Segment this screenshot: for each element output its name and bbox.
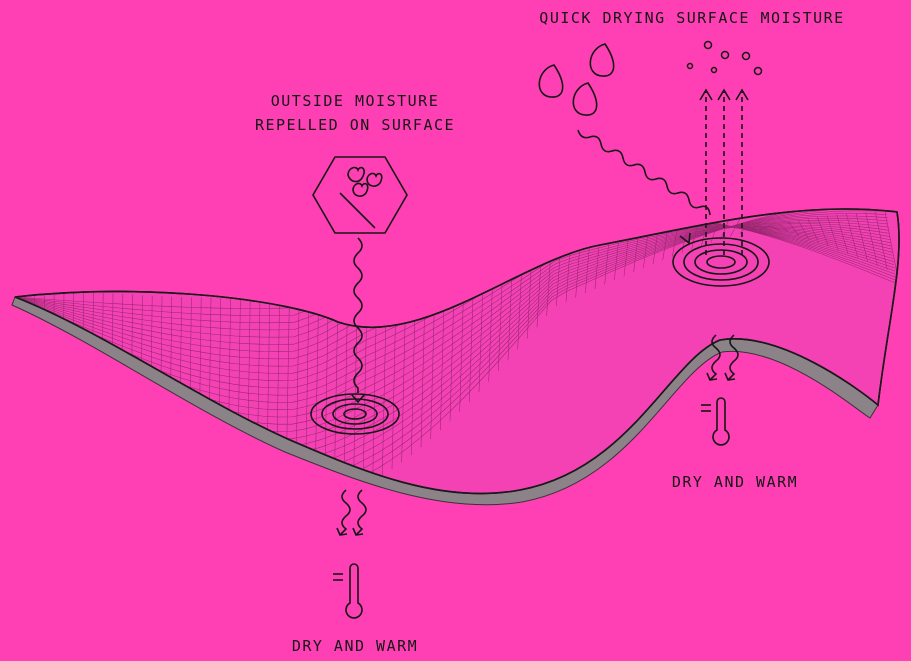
concentric-rings-icon <box>310 393 400 435</box>
vapor-dots-icon <box>686 40 763 76</box>
hexagon-repel-icon <box>312 156 408 234</box>
evaporation-arrows-icon <box>699 88 749 255</box>
label-repelled-surface: REPELLED ON SURFACE <box>254 116 456 134</box>
label-dry-warm-right: DRY AND WARM <box>671 473 799 491</box>
heat-waves-icon <box>336 489 367 536</box>
wavy-arrow-icon <box>353 237 363 393</box>
concentric-rings-icon-2 <box>672 237 770 287</box>
label-outside-moisture: OUTSIDE MOISTURE <box>270 92 440 110</box>
thermometer-icon-2 <box>701 397 730 446</box>
water-drops-icon <box>538 43 615 116</box>
label-quick-drying: QUICK DRYING SURFACE MOISTURE <box>539 9 845 27</box>
thermometer-icon <box>333 563 363 619</box>
wavy-arrow-icon-2 <box>577 129 711 216</box>
heat-waves-icon-2 <box>706 334 739 381</box>
label-dry-warm-bottom: DRY AND WARM <box>291 637 419 655</box>
